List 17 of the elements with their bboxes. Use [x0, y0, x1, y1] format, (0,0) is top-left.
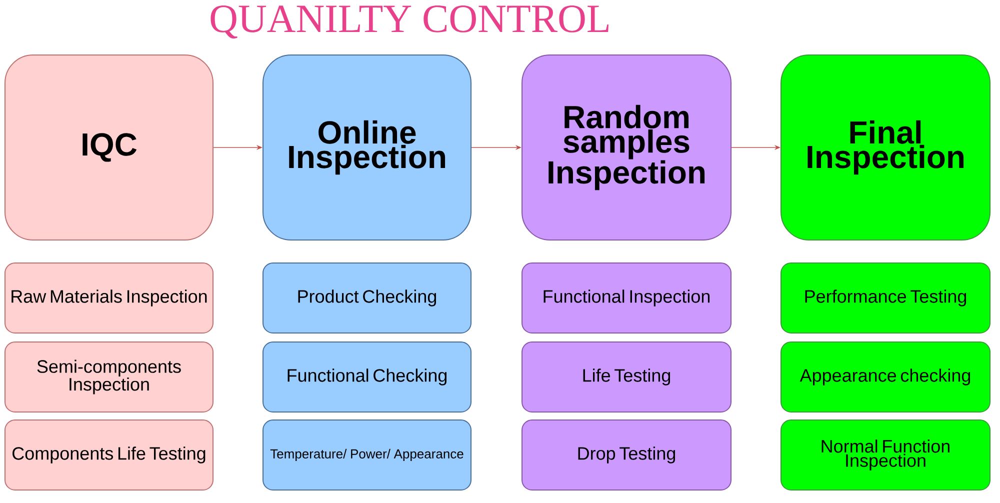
- stage-box: Online Inspection: [262, 54, 472, 240]
- step-box: Performance Testing: [780, 262, 991, 334]
- step-box: Raw Materials Inspection: [4, 262, 214, 334]
- title: QUANILTY CONTROL: [210, 6, 608, 38]
- step-box: Functional Checking: [262, 342, 472, 412]
- stage-box: IQC: [4, 54, 214, 240]
- step-box: Appearance checking: [780, 342, 991, 412]
- step-box: Temperature/ Power/ Appearance: [262, 420, 472, 490]
- step-box: Life Testing: [522, 342, 732, 412]
- stage-box: Random samples Inspection: [522, 54, 732, 240]
- step-box: Components Life Testing: [4, 420, 214, 490]
- step-box: Product Checking: [262, 262, 472, 334]
- step-box: Functional Inspection: [522, 262, 732, 334]
- step-box: Drop Testing: [522, 420, 732, 490]
- step-box: Semi-components Inspection: [4, 342, 214, 412]
- stage-box: Final Inspection: [780, 54, 991, 240]
- step-box: Normal Function Inspection: [780, 420, 991, 490]
